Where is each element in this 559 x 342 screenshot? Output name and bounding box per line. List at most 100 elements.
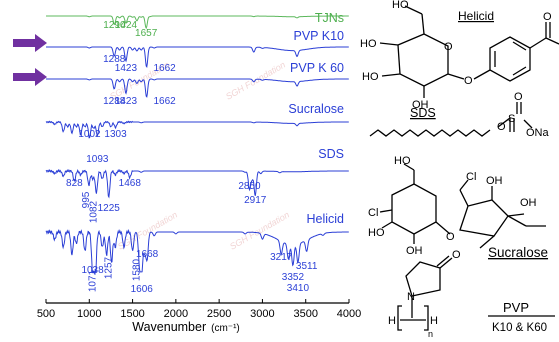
peak-label: 1038 — [81, 265, 104, 276]
bond — [404, 5, 423, 15]
structures-panel — [369, 5, 559, 331]
pvp-grade: K10 & K60 — [492, 322, 547, 334]
peak-label: 2917 — [244, 195, 267, 206]
pvp-name: PVP — [503, 300, 529, 315]
series-label: PVP K10 — [293, 29, 344, 43]
x-tick-label: 1000 — [77, 308, 101, 320]
bond — [459, 179, 469, 191]
sucralose-name: Sucralose — [488, 245, 548, 260]
peak-label: 828 — [66, 178, 83, 189]
series-label: TJNs — [315, 11, 344, 25]
x-tick-label: 4000 — [337, 308, 361, 320]
spectrum-line-tjns — [46, 15, 349, 30]
sucralose-atom-label: Cl — [466, 171, 476, 183]
peak-label: 1606 — [131, 284, 154, 295]
bond — [379, 209, 393, 213]
bond — [479, 235, 495, 249]
bond — [435, 221, 451, 235]
bond — [507, 215, 527, 227]
bond — [381, 73, 401, 77]
spectrum-line-sucralose — [45, 120, 349, 139]
helicid-atom-label: O — [543, 11, 552, 23]
sds-name: SDS — [410, 106, 436, 120]
helicid-atom-label: O — [444, 41, 453, 53]
bond — [403, 163, 415, 171]
sds-alkyl-chain — [369, 129, 491, 137]
helicid-benzene-ring — [489, 36, 531, 82]
helicid-atom-label: HO — [360, 38, 377, 50]
helicid-atom-label: O — [464, 75, 473, 87]
watermark-group: SGH Foundation SGH Foundation SGH Founda… — [108, 60, 291, 252]
peak-label: 2850 — [238, 181, 261, 192]
peak-label: 1423 — [115, 63, 138, 74]
structure-sucralose — [379, 163, 546, 249]
peak-label: 1662 — [153, 96, 176, 107]
series-label: Sucralose — [288, 102, 344, 116]
bond — [507, 213, 525, 217]
bond — [439, 257, 453, 269]
peak-label: 1668 — [136, 249, 159, 260]
peak-label: 1657 — [135, 28, 158, 39]
spectrum-line-sds — [45, 168, 349, 199]
helicid-atom-label: OH — [412, 99, 429, 111]
watermark: SGH Foundation — [228, 210, 291, 252]
helicid-name: Helicid — [458, 9, 494, 23]
peak-label: 3511 — [296, 261, 318, 272]
sucralose-atom-label: Cl — [368, 207, 378, 219]
spectrum-line-pvp-k-60 — [46, 78, 349, 98]
peak-label: 1468 — [119, 178, 142, 189]
bond — [381, 221, 393, 229]
bond — [447, 73, 465, 80]
arrow-pvp-k10 — [13, 34, 47, 52]
x-axis-label: Wavenumber(cm⁻¹) — [132, 320, 239, 334]
structure-pvp — [397, 255, 555, 331]
arrow-pvp-k60 — [13, 68, 47, 86]
x-axis-unit: (cm⁻¹) — [211, 323, 240, 334]
structure-helicid — [379, 5, 559, 98]
bond — [421, 13, 425, 35]
peak-label: 1288 — [103, 96, 126, 107]
sucralose-atom-label: HO — [394, 155, 411, 167]
watermark: SGH Foundation — [116, 210, 179, 252]
x-tick-label: 3000 — [250, 308, 274, 320]
peak-label: 1082 — [88, 200, 99, 223]
spectrum-line-pvp-k10 — [46, 46, 349, 68]
peak-label: 1093 — [86, 154, 109, 165]
sucralose-atom-label: OH — [406, 245, 423, 257]
bond — [459, 189, 469, 207]
peak-label: 1225 — [98, 203, 121, 214]
sds-atom-label: O — [514, 91, 523, 103]
bond — [379, 42, 399, 46]
peak-label: 1002 — [78, 129, 101, 140]
sds-atom-label: S — [508, 113, 515, 125]
peak-label: 1288 — [103, 54, 126, 65]
helicid-atom-label: HO — [392, 0, 409, 11]
series-label: Helicid — [306, 212, 344, 226]
sucralose-atom-label: OH — [486, 175, 503, 187]
sucralose-pyranose-ring — [391, 183, 437, 235]
x-tick-label: 2000 — [164, 308, 188, 320]
peak-label: 1071 — [87, 269, 98, 292]
peak-label: 995 — [81, 191, 92, 208]
pvp-pyrrolidone-ring — [405, 261, 441, 297]
structure-sds — [369, 102, 533, 137]
sucralose-furanose-ring — [459, 199, 509, 237]
series-label: SDS — [318, 147, 344, 161]
x-tick-label: 3500 — [293, 308, 317, 320]
peak-label: 3217 — [270, 252, 293, 263]
peak-label: 1580 — [131, 258, 142, 281]
bond — [529, 37, 547, 49]
sucralose-atom-label: OH — [520, 197, 537, 209]
x-tick-label: 2500 — [207, 308, 231, 320]
helicid-benzene-inner — [494, 41, 527, 76]
bond — [545, 37, 559, 45]
sucralose-atom-label: HO — [368, 227, 385, 239]
x-tick-label: 1500 — [120, 308, 144, 320]
bond — [523, 119, 533, 129]
sds-atom-label: O — [497, 121, 506, 133]
sds-atom-label: ONa — [526, 127, 550, 139]
peak-label: 1662 — [153, 63, 176, 74]
